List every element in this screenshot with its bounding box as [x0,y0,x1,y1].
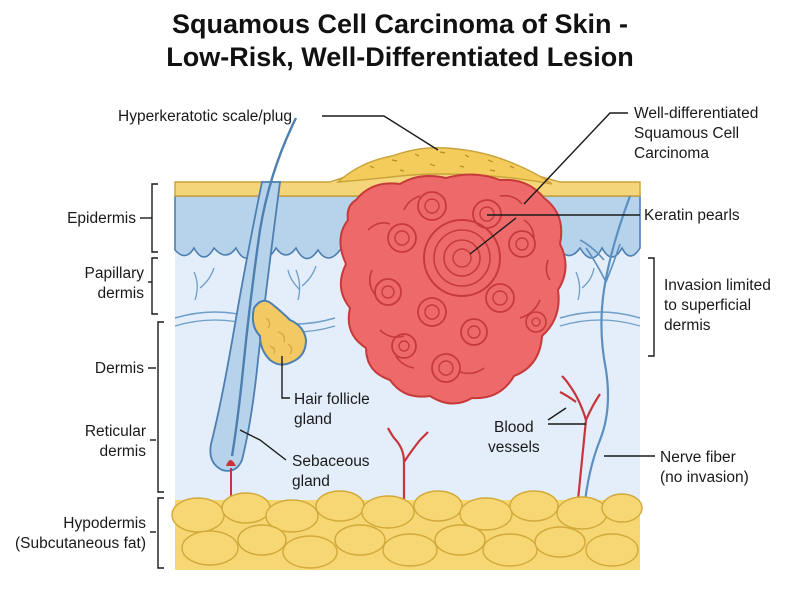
label-keratin-pearls: Keratin pearls [644,207,740,224]
keratin-pearl-8 [460,318,488,346]
sebaceous-lobules [265,317,293,355]
leader-keratin-pearls-central [469,217,517,255]
hair-shaft [230,117,298,457]
leader-sebaceous [239,429,287,461]
keratin-pearl-central [423,219,501,297]
leader-scc [523,112,628,205]
keratin-pearl-5 [374,278,402,306]
capillary-branch-right [575,267,595,301]
label-dermis: Dermis [95,360,144,377]
nerve-branches [579,239,621,283]
bracket-hypodermis [157,497,164,569]
keratin-pearl-9 [391,333,417,359]
diagram-title: Squamous Cell Carcinoma of Skin - Low-Ri… [0,8,800,74]
capillary-branch-mid [287,265,317,301]
label-nerve-2: (no invasion) [660,469,749,486]
leader-hair [281,356,290,399]
label-scc-2: Squamous Cell [634,125,739,142]
label-blood-1: Blood [494,419,534,436]
label-hyperkeratotic: Hyperkeratotic scale/plug [118,108,292,125]
label-epidermis: Epidermis [67,210,136,227]
label-scc-3: Carcinoma [634,145,709,162]
hyperkeratotic-texture [369,151,515,172]
keratin-pearl-7 [417,297,447,327]
title-line-1: Squamous Cell Carcinoma of Skin - [171,9,629,39]
nerve-fiber [582,195,632,511]
title-line-2: Low-Risk, Well-Differentiated Lesion [166,42,634,72]
hypodermis-fat [171,490,643,570]
keratin-pearl-6 [485,283,515,313]
scc-tumor [339,173,567,405]
leader-hyperkeratotic [322,115,439,151]
label-blood-2: vessels [488,439,540,456]
label-hair-1: Hair follicle [294,391,370,408]
keratin-pearls [374,191,547,383]
label-reticular-2: dermis [99,443,146,460]
blood-vessel-middle [387,427,429,500]
tumor-texture [367,194,551,375]
label-nerve-1: Nerve fiber [660,449,736,466]
keratin-pearl-1 [417,191,447,221]
label-hair-2: gland [294,411,332,428]
label-sebaceous-2: gland [292,473,330,490]
bracket-dermis [157,321,164,493]
keratin-pearl-3 [387,223,417,253]
leader-blood-1 [547,407,567,421]
hyperkeratotic-plug [336,146,553,185]
label-hypodermis-1: Hypodermis [63,515,146,532]
keratin-pearl-4 [508,230,536,258]
label-reticular-1: Reticular [85,423,146,440]
blood-vessel-right [559,375,601,501]
keratin-pearl-2 [472,199,502,229]
label-papillary-1: Papillary [85,265,145,282]
keratin-pearl-10 [431,353,461,383]
label-sebaceous-1: Sebaceous [292,453,370,470]
label-hypodermis-2: (Subcutaneous fat) [15,535,146,552]
label-invasion-2: to superficial [664,297,751,314]
hair-papilla [226,460,236,466]
label-papillary-2: dermis [97,285,144,302]
label-scc-1: Well-differentiated [634,105,758,122]
capillary-branch-left [193,267,215,301]
label-invasion-3: dermis [664,317,711,334]
keratin-pearl-11 [525,311,547,333]
bracket-papillary [151,257,158,315]
label-invasion-1: Invasion limited [664,277,771,294]
bracket-invasion [648,257,655,357]
bracket-epidermis [151,183,158,253]
